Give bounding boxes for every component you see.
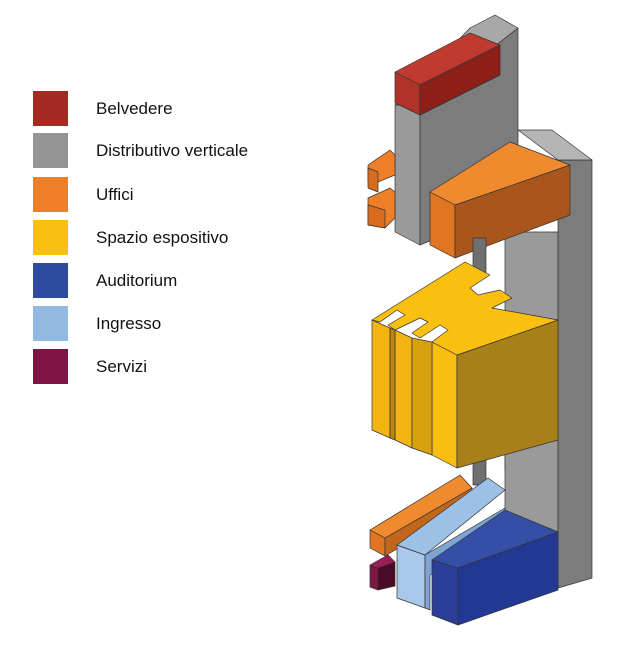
legend-swatch-spazio-espositivo [33,220,68,255]
legend-label-servizi: Servizi [96,357,148,376]
legend-label-spazio-espositivo: Spazio espositivo [96,228,229,247]
exhibition-volume [371,261,559,469]
legend-item-belvedere: Belvedere [33,91,293,127]
legend-item-spazio-espositivo: Spazio espositivo [33,220,293,256]
belvedere-volume [394,32,501,116]
core-connector-strip [472,237,487,486]
legend-label-auditorium: Auditorium [96,271,178,290]
legend-label-ingresso: Ingresso [96,314,162,333]
legend-swatch-servizi [33,349,68,384]
legend-item-servizi: Servizi [33,349,293,385]
legend-swatch-belvedere [33,91,68,126]
legend-item-auditorium: Auditorium [33,263,293,299]
legend-swatch-ingresso [33,306,68,341]
legend-swatch-auditorium [33,263,68,298]
legend-label-belvedere: Belvedere [96,99,173,118]
legend-label-distributivo-verticale: Distributivo verticale [96,141,249,160]
legend-item-ingresso: Ingresso [33,306,293,342]
legend: Belvedere Distributivo verticale Uffici … [0,0,300,400]
legend-item-distributivo-verticale: Distributivo verticale [33,133,293,169]
legend-item-uffici: Uffici [33,177,293,213]
legend-swatch-distributivo-verticale [33,133,68,168]
legend-swatch-uffici [33,177,68,212]
auditorium-volume [431,509,559,626]
services-volume [369,554,396,591]
offices-upper-small-blocks [367,149,396,229]
offices-upper-block [429,141,571,259]
legend-label-uffici: Uffici [96,185,134,204]
